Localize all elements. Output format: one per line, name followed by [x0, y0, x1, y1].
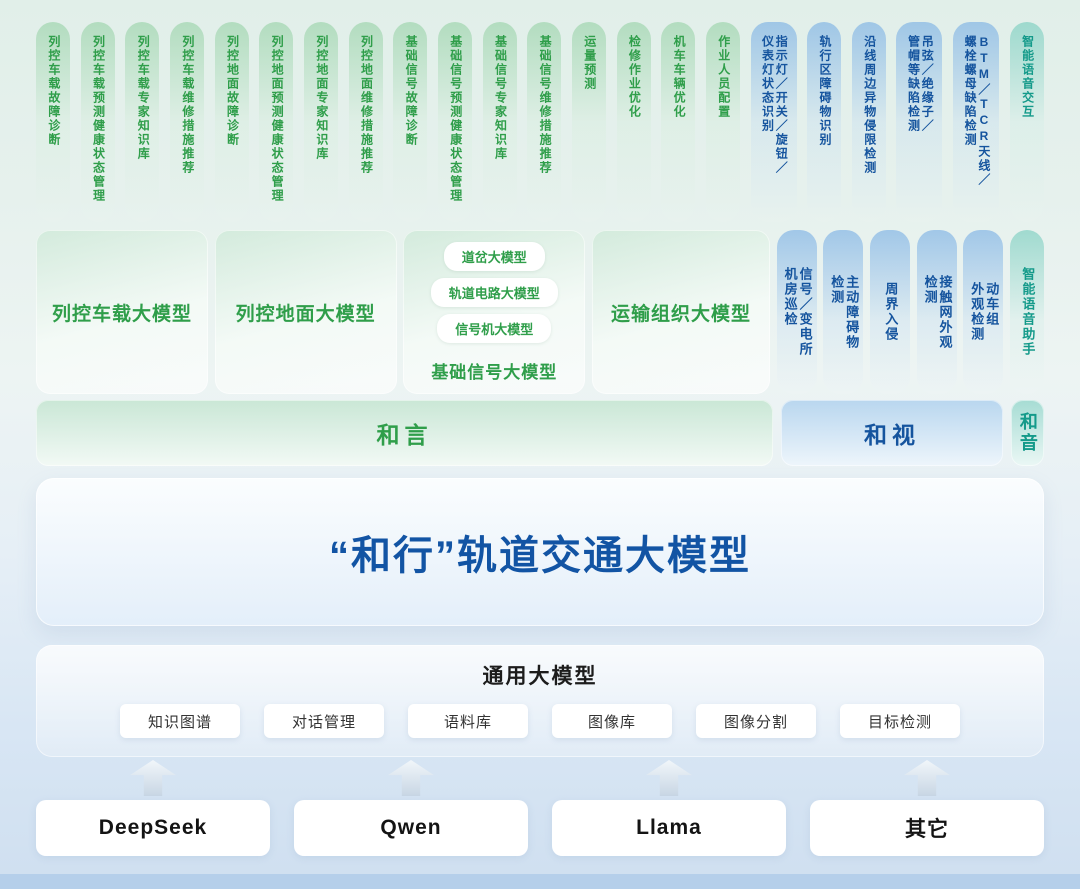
- feature-pill: 列控车载预测健康状态管理: [80, 22, 115, 222]
- feature-pill: 吊弦／绝缘子／ 管帽等缺陷检测: [896, 22, 943, 222]
- voice-pill-label: 智能语音助手: [1020, 267, 1036, 357]
- model-block-label: 列控车载大模型: [51, 303, 192, 325]
- model-block-basic-signal: 道岔大模型 轨道电路大模型 信号机大模型 基础信号大模型: [403, 230, 586, 394]
- feature-pill-label: 基础信号维修措施推荐: [538, 35, 553, 175]
- vision-pill: 动车组 外观检测: [963, 230, 1004, 394]
- vision-pill-label: 主动障碍物 检测: [829, 274, 860, 350]
- feature-pill: 智能语音交互: [1009, 22, 1044, 222]
- feature-pill-label: 沿线周边异物侵限检测: [862, 35, 877, 175]
- model-block-label: 基础信号大模型: [431, 362, 558, 382]
- feature-pill-label: 列控地面维修措施推荐: [359, 35, 374, 175]
- bar-heyan: 和言: [36, 400, 773, 466]
- feature-pill-label: 列控车载预测健康状态管理: [91, 35, 106, 203]
- up-arrow-icon: [646, 760, 692, 796]
- up-arrow-icon: [904, 760, 950, 796]
- feature-pill: 列控车载故障诊断: [36, 22, 70, 222]
- vision-pill: 接触网外观 检测: [916, 230, 957, 394]
- vision-pill-label: 接触网外观 检测: [922, 274, 953, 350]
- main-model-block: “和行”轨道交通大模型: [36, 478, 1044, 626]
- general-pill: 知识图谱: [120, 704, 240, 738]
- vision-pill: 信号／变电所 机房巡检: [776, 230, 817, 394]
- feature-pill: 列控车载维修措施推荐: [169, 22, 204, 222]
- feature-pill-label: 轨行区障碍物识别: [818, 35, 833, 147]
- base-model-row: DeepSeek Qwen Llama 其它: [36, 800, 1044, 856]
- vision-pill: 主动障碍物 检测: [823, 230, 864, 394]
- capability-bar-row: 和言 和视 和音: [36, 400, 1044, 466]
- feature-pill: 机车车辆优化: [661, 22, 696, 222]
- voice-pill: 智能语音助手: [1009, 230, 1044, 394]
- general-pill: 图像库: [552, 704, 672, 738]
- feature-pill: 基础信号预测健康状态管理: [437, 22, 472, 222]
- general-pill: 目标检测: [840, 704, 960, 738]
- model-block-ground: 列控地面大模型: [214, 230, 397, 394]
- main-model-title: “和行”轨道交通大模型: [329, 534, 751, 578]
- feature-pill-label: BTM／TCR天线／ 螺栓螺母缺陷检测: [963, 35, 991, 187]
- bar-heshi: 和视: [781, 400, 1003, 466]
- feature-pill: 作业人员配置: [705, 22, 740, 222]
- footer-strip: [0, 874, 1080, 889]
- feature-pill-label: 基础信号专家知识库: [493, 35, 508, 161]
- feature-pill-label: 列控地面专家知识库: [314, 35, 329, 161]
- feature-pill: 列控地面故障诊断: [214, 22, 249, 222]
- base-model-other: 其它: [810, 800, 1044, 856]
- bar-heyin-label: 和音: [1017, 412, 1038, 454]
- feature-pill-label: 指示灯／开关／旋钮／ 仪表灯状态识别: [760, 35, 789, 175]
- up-arrow-icon: [130, 760, 176, 796]
- feature-pill: 指示灯／开关／旋钮／ 仪表灯状态识别: [750, 22, 797, 222]
- feature-pill-label: 列控地面预测健康状态管理: [270, 35, 285, 203]
- feature-pill-label: 列控车载维修措施推荐: [180, 35, 195, 175]
- feature-pill: 检修作业优化: [616, 22, 651, 222]
- bar-heyin: 和音: [1011, 400, 1044, 466]
- feature-pill-row: 列控车载故障诊断 列控车载预测健康状态管理 列控车载专家知识库 列控车载维修措施…: [36, 22, 1044, 222]
- base-model-llama: Llama: [552, 800, 786, 856]
- feature-pill: 基础信号维修措施推荐: [527, 22, 562, 222]
- vision-pill-label: 信号／变电所 机房巡检: [782, 267, 813, 357]
- feature-pill: BTM／TCR天线／ 螺栓螺母缺陷检测: [953, 22, 1000, 222]
- feature-pill: 沿线周边异物侵限检测: [851, 22, 886, 222]
- feature-pill: 列控地面专家知识库: [303, 22, 338, 222]
- up-arrow-icon: [388, 760, 434, 796]
- feature-pill-label: 机车车辆优化: [672, 35, 687, 119]
- bar-heyan-label: 和言: [376, 422, 433, 448]
- model-block-onboard: 列控车载大模型: [36, 230, 208, 394]
- feature-pill-label: 吊弦／绝缘子／ 管帽等缺陷检测: [906, 35, 935, 133]
- feature-pill: 运量预测: [571, 22, 606, 222]
- feature-pill: 基础信号故障诊断: [393, 22, 428, 222]
- feature-pill: 列控车载专家知识库: [125, 22, 160, 222]
- general-pill: 语料库: [408, 704, 528, 738]
- feature-pill: 列控地面预测健康状态管理: [259, 22, 294, 222]
- feature-pill-label: 列控车载专家知识库: [136, 35, 151, 161]
- feature-pill-label: 基础信号故障诊断: [404, 35, 419, 147]
- feature-pill: 轨行区障碍物识别: [807, 22, 842, 222]
- bar-heshi-label: 和视: [864, 422, 920, 448]
- feature-pill-label: 列控地面故障诊断: [225, 35, 240, 147]
- base-model-deepseek: DeepSeek: [36, 800, 270, 856]
- feature-pill-label: 检修作业优化: [627, 35, 642, 119]
- general-pill: 图像分割: [696, 704, 816, 738]
- general-model-title: 通用大模型: [482, 665, 598, 688]
- feature-pill: 基础信号专家知识库: [482, 22, 517, 222]
- feature-pill-label: 基础信号预测健康状态管理: [448, 35, 463, 203]
- sub-model-pill: 道岔大模型: [443, 241, 545, 271]
- vision-pill: 周界入侵: [869, 230, 910, 394]
- feature-pill-label: 运量预测: [582, 35, 597, 91]
- general-model-block: 通用大模型 知识图谱 对话管理 语料库 图像库 图像分割 目标检测: [36, 645, 1044, 757]
- model-row: 列控车载大模型 列控地面大模型 道岔大模型 轨道电路大模型 信号机大模型 基础信…: [36, 230, 1044, 394]
- feature-pill-label: 列控车载故障诊断: [46, 35, 61, 147]
- model-block-label: 列控地面大模型: [235, 303, 376, 325]
- general-pill-row: 知识图谱 对话管理 语料库 图像库 图像分割 目标检测: [120, 704, 960, 738]
- model-block-transport: 运输组织大模型: [591, 230, 770, 394]
- feature-pill-label: 作业人员配置: [716, 35, 731, 119]
- sub-model-pill: 轨道电路大模型: [430, 277, 558, 307]
- model-block-label: 运输组织大模型: [610, 303, 751, 325]
- sub-model-pill: 信号机大模型: [437, 313, 552, 343]
- base-model-qwen: Qwen: [294, 800, 528, 856]
- general-pill: 对话管理: [264, 704, 384, 738]
- vision-pill-label: 动车组 外观检测: [969, 282, 1000, 342]
- feature-pill-label: 智能语音交互: [1020, 35, 1035, 119]
- vision-pill-label: 周界入侵: [883, 282, 899, 342]
- feature-pill: 列控地面维修措施推荐: [348, 22, 383, 222]
